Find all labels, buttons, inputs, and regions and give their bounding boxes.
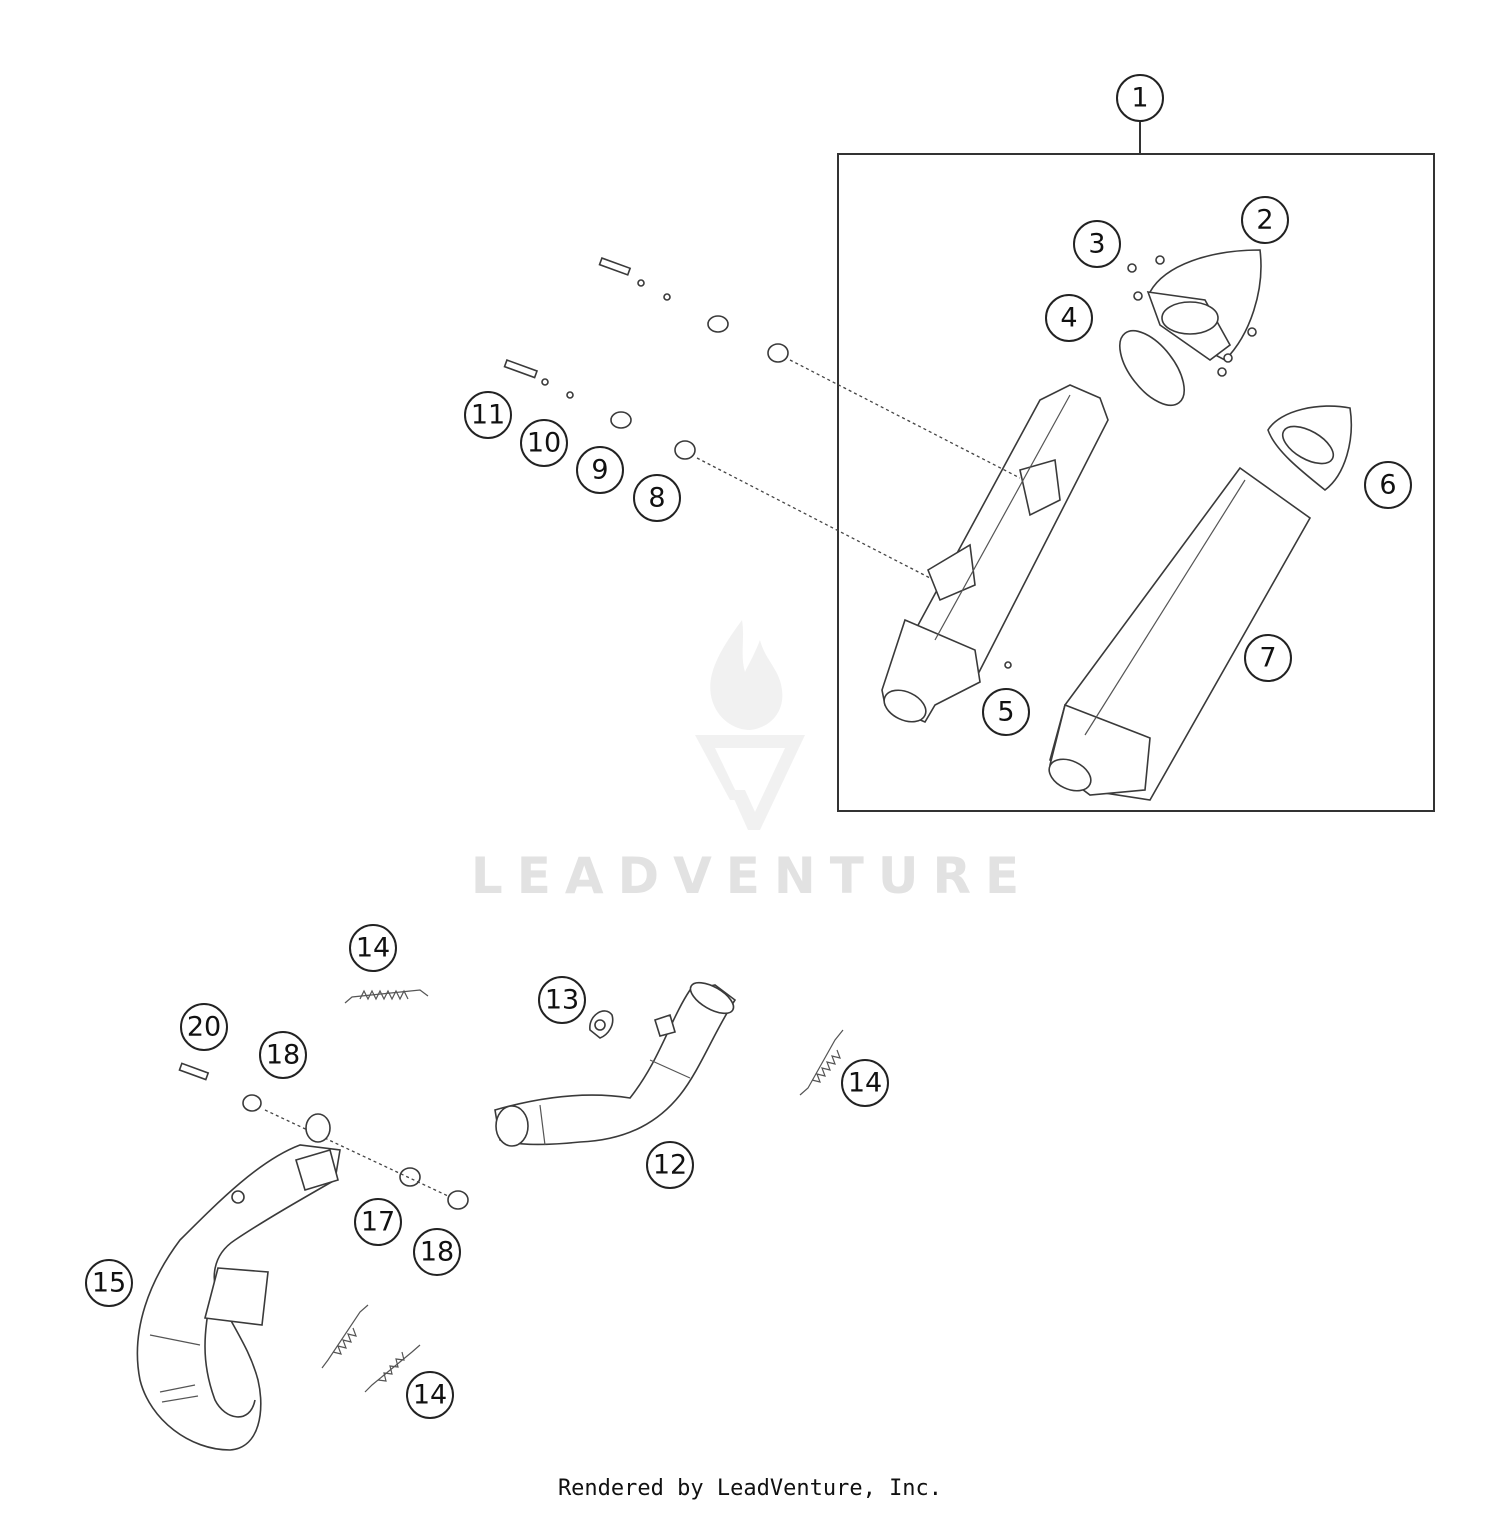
callout-8: 8: [633, 474, 681, 522]
svg-text:1: 1: [1131, 83, 1148, 114]
svg-text:10: 10: [527, 428, 561, 459]
spring-upper-part: [344, 989, 429, 1004]
svg-text:2: 2: [1256, 205, 1273, 236]
callout-15: 15: [85, 1259, 133, 1307]
end-cap-part: [1127, 249, 1262, 377]
svg-text:3: 3: [1088, 229, 1105, 260]
svg-text:14: 14: [848, 1068, 882, 1099]
callout-18-bottom: 18: [413, 1228, 461, 1276]
svg-text:6: 6: [1379, 470, 1396, 501]
callout-14-bottom: 14: [406, 1371, 454, 1419]
callout-3: 3: [1073, 220, 1121, 268]
spring-lower-right-part: [364, 1344, 421, 1393]
svg-text:12: 12: [653, 1150, 687, 1181]
callout-6: 6: [1364, 461, 1412, 509]
gasket-ring-part: [1119, 329, 1185, 407]
callout-5: 5: [982, 688, 1030, 736]
svg-text:8: 8: [648, 483, 665, 514]
svg-text:7: 7: [1259, 643, 1276, 674]
svg-text:4: 4: [1060, 303, 1077, 334]
callout-18-top: 18: [259, 1031, 307, 1079]
spring-lower-left-part: [321, 1304, 369, 1369]
render-credit: Rendered by LeadVenture, Inc.: [557, 1476, 943, 1501]
lower-bolt-set: [503, 359, 931, 579]
callout-14-right: 14: [841, 1059, 889, 1107]
callout-7: 7: [1244, 634, 1292, 682]
clamp-part: [589, 1010, 614, 1039]
callout-4: 4: [1045, 294, 1093, 342]
svg-text:11: 11: [471, 400, 505, 431]
callout-10: 10: [520, 419, 568, 467]
callout-20: 20: [180, 1003, 228, 1051]
svg-text:20: 20: [187, 1012, 221, 1043]
header-pipe-part: [136, 1113, 341, 1451]
callout-14-top: 14: [349, 924, 397, 972]
callout-17: 17: [354, 1198, 402, 1246]
callout-9: 9: [576, 446, 624, 494]
watermark-logo: [695, 620, 805, 830]
svg-text:17: 17: [361, 1207, 395, 1238]
callout-12: 12: [646, 1141, 694, 1189]
callout-11: 11: [464, 391, 512, 439]
svg-text:18: 18: [420, 1237, 454, 1268]
callout-1: 1: [1116, 74, 1164, 122]
spring-right-part: [799, 1029, 844, 1096]
watermark-text: LEADVENTURE: [471, 847, 1033, 905]
front-bolt-set: [178, 1062, 469, 1210]
svg-text:5: 5: [997, 697, 1014, 728]
svg-text:13: 13: [545, 985, 579, 1016]
svg-text:14: 14: [356, 933, 390, 964]
mid-pipe-part: [494, 981, 737, 1147]
muffler-assembly-box: [837, 153, 1435, 812]
muffler-body-part: [881, 384, 1109, 724]
callout-13: 13: [538, 976, 586, 1024]
svg-text:18: 18: [266, 1040, 300, 1071]
svg-text:14: 14: [413, 1380, 447, 1411]
svg-text:15: 15: [92, 1268, 126, 1299]
muffler-sleeve-part: [1048, 466, 1312, 801]
end-cap-spare-part: [1267, 405, 1353, 492]
callout-2: 2: [1241, 196, 1289, 244]
upper-bolt-set: [598, 257, 1021, 479]
svg-text:9: 9: [591, 455, 608, 486]
